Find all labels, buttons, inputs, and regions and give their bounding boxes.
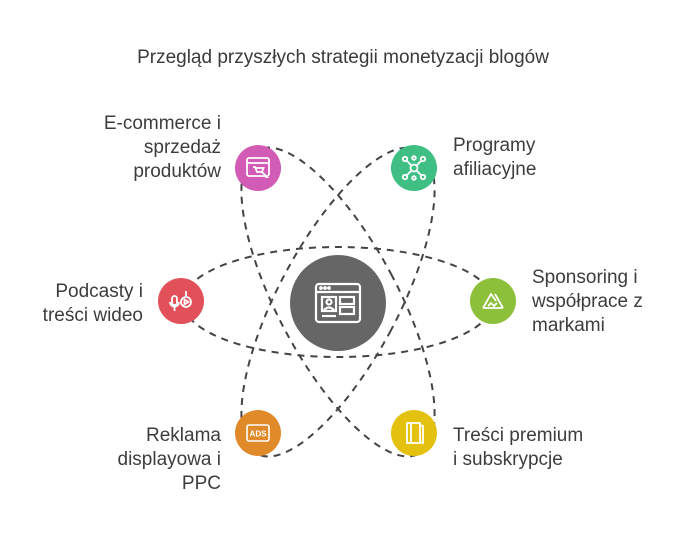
label-podcasts: Podcasty i treści wideo [42, 281, 143, 326]
diagram-title: Przegląd przyszłych strategii monetyzacj… [137, 47, 549, 68]
network-icon [401, 155, 427, 181]
node-affiliate [391, 145, 437, 191]
book-icon [406, 422, 424, 445]
label-ads: Reklama displayowa i PPC [117, 425, 222, 494]
shopping-web-icon [246, 157, 270, 178]
node-ads: ADS [235, 410, 281, 456]
browser-layout-icon [314, 282, 362, 324]
node-sponsoring [470, 278, 516, 324]
node-podcasts [158, 278, 204, 324]
label-ecommerce: E-commerce i sprzedaż produktów [103, 113, 221, 182]
center-hub [290, 255, 386, 351]
microphone-video-icon [169, 291, 192, 311]
ads-icon: ADS [246, 424, 270, 442]
label-affiliate: Programy afiliacyjne [453, 135, 537, 180]
handshake-icon [482, 292, 504, 309]
label-sponsoring: Sponsoring i współprace z markami [532, 267, 643, 336]
node-ecommerce [235, 145, 281, 191]
svg-text:ADS: ADS [250, 430, 268, 439]
node-premium [391, 410, 437, 456]
label-premium: Treści premium i subskrypcje [453, 425, 584, 470]
